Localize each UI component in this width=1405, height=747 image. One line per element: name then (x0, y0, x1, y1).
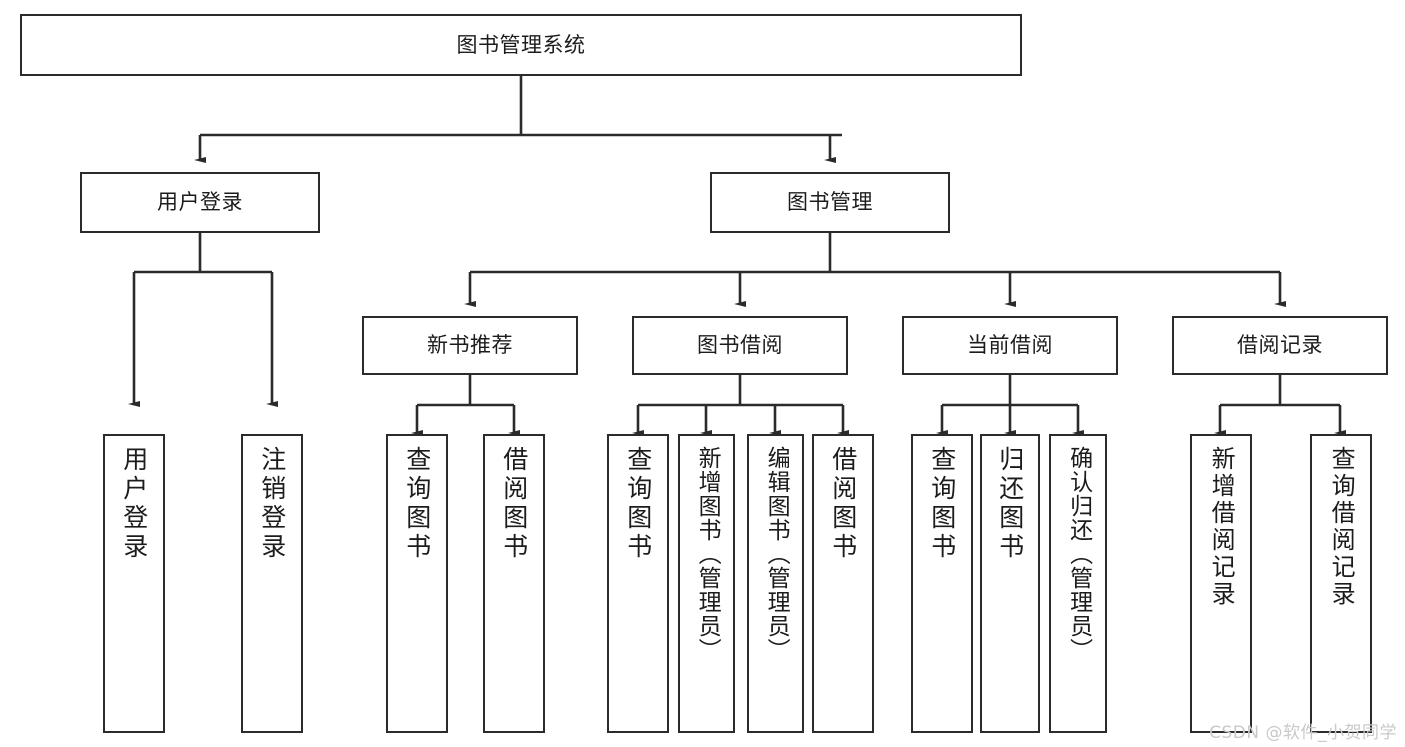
node-leaf-logout[interactable]: 注销登录 (241, 434, 303, 733)
node-leaf-query-book-3-label: 查询图书 (927, 446, 957, 562)
node-leaf-query-book-1-label: 查询图书 (402, 446, 432, 562)
node-book-management-label: 图书管理 (787, 190, 873, 215)
node-leaf-user-login-label: 用户登录 (119, 446, 149, 562)
node-leaf-query-book-1[interactable]: 查询图书 (386, 434, 448, 733)
watermark: CSDN @软件_小贺同学 (1209, 723, 1397, 743)
node-leaf-borrow-book-1-label: 借阅图书 (499, 446, 529, 562)
node-leaf-query-book-2-label: 查询图书 (623, 446, 653, 562)
node-current-borrow-label: 当前借阅 (967, 333, 1053, 358)
node-leaf-borrow-book-1[interactable]: 借阅图书 (483, 434, 545, 733)
node-leaf-add-record[interactable]: 新增借阅记录 (1190, 434, 1252, 733)
node-leaf-query-record[interactable]: 查询借阅记录 (1310, 434, 1372, 733)
node-leaf-confirm-return-label: 确认归还（管理员） (1065, 446, 1092, 662)
node-leaf-edit-book-label: 编辑图书（管理员） (763, 446, 790, 662)
node-borrow-record[interactable]: 借阅记录 (1172, 316, 1388, 375)
node-leaf-query-book-3[interactable]: 查询图书 (911, 434, 973, 733)
node-leaf-return-book[interactable]: 归还图书 (980, 434, 1040, 733)
node-leaf-logout-label: 注销登录 (257, 446, 287, 562)
node-new-book-recommend-label: 新书推荐 (427, 333, 513, 358)
node-book-management[interactable]: 图书管理 (710, 172, 950, 233)
node-root-label: 图书管理系统 (456, 32, 586, 57)
node-leaf-query-book-2[interactable]: 查询图书 (607, 434, 669, 733)
node-leaf-borrow-book-2-label: 借阅图书 (828, 446, 858, 562)
node-leaf-confirm-return[interactable]: 确认归还（管理员） (1049, 434, 1107, 733)
node-leaf-user-login[interactable]: 用户登录 (103, 434, 165, 733)
node-leaf-add-record-label: 新增借阅记录 (1207, 446, 1236, 608)
node-leaf-add-book-label: 新增图书（管理员） (694, 446, 721, 662)
node-leaf-borrow-book-2[interactable]: 借阅图书 (812, 434, 874, 733)
node-book-borrow[interactable]: 图书借阅 (632, 316, 848, 375)
node-user-login-label: 用户登录 (157, 190, 243, 215)
node-leaf-add-book[interactable]: 新增图书（管理员） (678, 434, 735, 733)
node-leaf-edit-book[interactable]: 编辑图书（管理员） (747, 434, 804, 733)
node-leaf-return-book-label: 归还图书 (995, 446, 1025, 562)
node-borrow-record-label: 借阅记录 (1237, 333, 1323, 358)
node-user-login[interactable]: 用户登录 (80, 172, 320, 233)
node-current-borrow[interactable]: 当前借阅 (902, 316, 1118, 375)
node-leaf-query-record-label: 查询借阅记录 (1327, 446, 1356, 608)
node-book-borrow-label: 图书借阅 (697, 333, 783, 358)
node-new-book-recommend[interactable]: 新书推荐 (362, 316, 578, 375)
node-root[interactable]: 图书管理系统 (20, 14, 1022, 76)
